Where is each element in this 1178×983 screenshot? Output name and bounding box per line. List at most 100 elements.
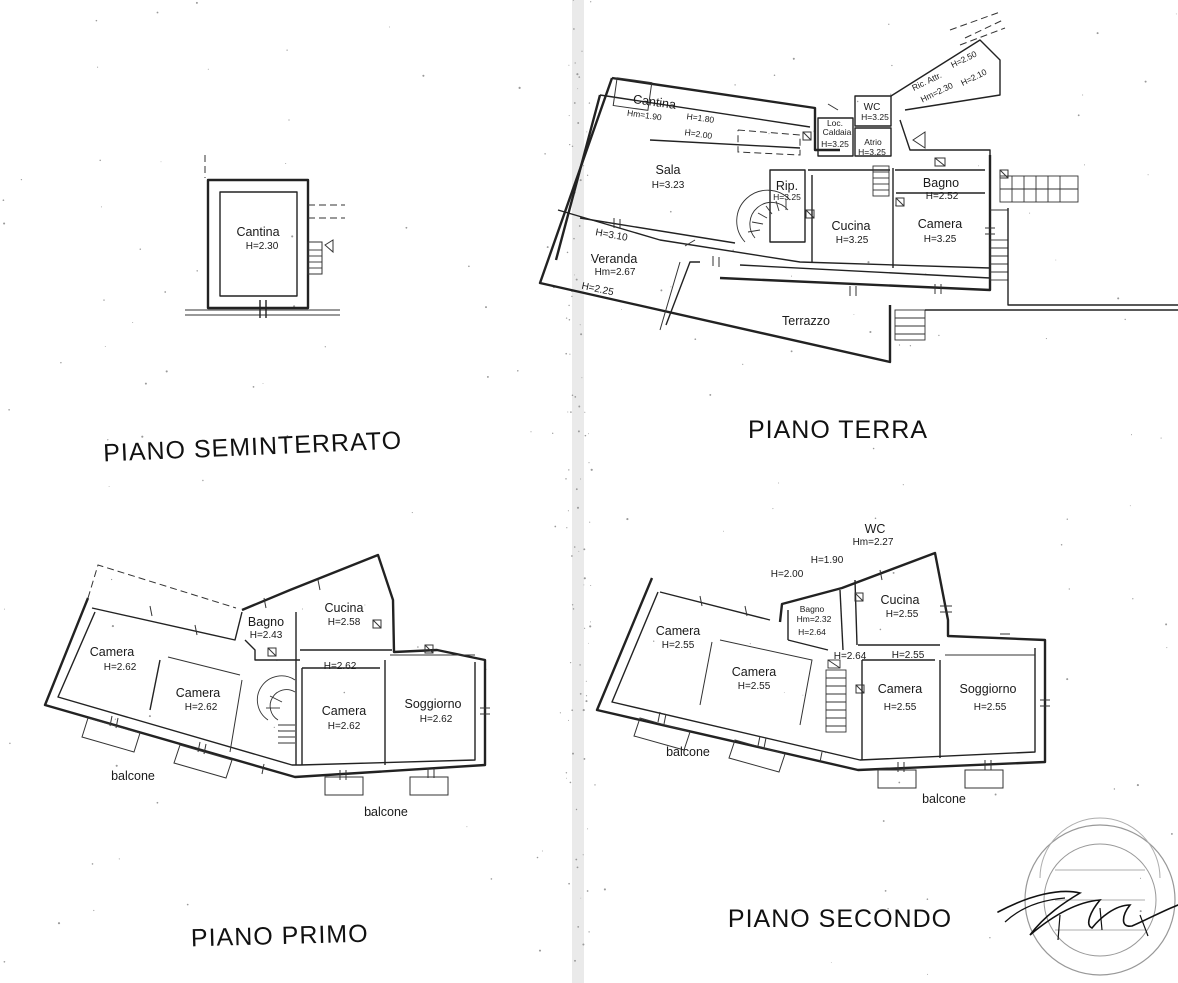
room-camera2-primo-height: H=2.62 — [185, 702, 218, 713]
scan-speck — [466, 826, 468, 828]
scan-speck — [778, 482, 780, 484]
scan-speck — [577, 88, 579, 90]
scan-speck — [732, 249, 734, 251]
scan-speck — [565, 777, 567, 779]
scan-speck — [626, 518, 629, 521]
scan-speck — [688, 128, 691, 131]
scan-speck — [111, 625, 114, 628]
room-cantina-terra-hm: Hm=1.90 — [627, 108, 663, 123]
scan-speck — [252, 386, 255, 388]
scan-speck — [588, 462, 590, 464]
scan-speck — [587, 828, 589, 830]
scan-speck — [588, 102, 591, 104]
signature — [997, 890, 1178, 941]
scan-speck — [571, 145, 574, 148]
scan-speck — [1029, 212, 1031, 214]
scan-speck — [110, 578, 113, 581]
room-cantina-height: H=2.30 — [246, 241, 279, 252]
scan-speck — [568, 319, 571, 321]
scan-speck — [584, 411, 586, 413]
room-soggiorno-primo-name: Soggiorno — [405, 697, 462, 711]
scan-speck — [567, 510, 569, 512]
room-camera1-secondo-height: H=2.55 — [662, 640, 695, 651]
scan-speck — [559, 712, 561, 714]
scan-speck — [874, 517, 877, 520]
scan-speck — [590, 468, 593, 471]
scan-speck — [994, 793, 997, 796]
scan-speck — [486, 375, 489, 378]
scan-speck — [796, 913, 798, 915]
scan-speck — [792, 57, 795, 60]
scan-speck — [566, 527, 568, 529]
scan-speck — [95, 19, 98, 22]
scan-speck — [1160, 437, 1162, 439]
scan-speck — [273, 726, 275, 729]
title-piano-primo: PIANO PRIMO — [191, 920, 369, 953]
scan-speck — [681, 630, 683, 632]
external-stair-right — [894, 175, 1079, 341]
scan-speck — [569, 661, 572, 664]
scan-speck — [856, 100, 859, 103]
scan-speck — [97, 66, 99, 68]
scan-speck — [1083, 164, 1086, 166]
scan-speck — [570, 411, 572, 413]
room-veranda-height: Hm=2.67 — [595, 267, 636, 278]
scan-speck — [574, 396, 577, 398]
scan-speck — [411, 512, 413, 514]
room-camera2-secondo-height: H=2.55 — [738, 681, 771, 692]
scan-speck — [882, 820, 885, 822]
room-atrio-height: H=3.25 — [858, 147, 886, 157]
scan-speck — [324, 346, 326, 348]
room-bagno-primo-height: H=2.43 — [250, 630, 283, 641]
scan-speck — [139, 248, 142, 250]
scan-speck — [569, 353, 571, 355]
scan-speck — [653, 640, 655, 642]
scan-speck — [670, 286, 672, 288]
scan-speck — [99, 159, 101, 162]
room-soggiorno-primo-height: H=2.62 — [420, 714, 453, 725]
scan-speck — [3, 608, 5, 610]
scan-speck — [571, 604, 574, 606]
room-soggiorno-secondo-name: Soggiorno — [960, 682, 1017, 696]
room-bagno-secondo-name: Bagno — [800, 604, 825, 614]
scan-speck — [569, 781, 572, 784]
room-camera1-secondo-name: Camera — [656, 624, 701, 638]
scan-speck — [566, 251, 569, 254]
scan-speck — [181, 694, 183, 696]
scan-speck — [578, 76, 581, 78]
scan-speck — [388, 26, 390, 28]
scan-speck — [485, 306, 487, 309]
room-loc-name1: Loc. — [827, 118, 843, 128]
scan-speck — [1175, 13, 1177, 15]
scan-speck — [571, 709, 574, 712]
room-cucina-secondo-name: Cucina — [881, 593, 920, 607]
scan-speck — [57, 922, 61, 925]
scan-speck — [114, 718, 116, 720]
scan-speck — [286, 49, 288, 51]
room-cantina-terra-name: Cantina — [632, 92, 677, 112]
scan-speck — [8, 409, 10, 411]
scan-speck — [577, 122, 580, 124]
room-cantina-terra-h1: H=1.80 — [686, 111, 715, 125]
room-camera1-primo-name: Camera — [90, 645, 135, 659]
room-wc-secondo-name: WC — [865, 522, 886, 536]
scan-speck — [93, 909, 95, 912]
scan-speck — [879, 628, 882, 631]
scan-speck — [742, 363, 744, 365]
label-balcone2-secondo: balcone — [922, 792, 966, 806]
scan-speck — [576, 506, 580, 509]
scan-speck — [603, 888, 606, 891]
scan-speck — [576, 866, 579, 869]
room-wc-secondo-height: Hm=2.27 — [853, 537, 894, 548]
scan-speck — [364, 604, 366, 606]
stair-secondo — [825, 659, 847, 733]
scan-speck — [91, 863, 94, 865]
scan-speck — [577, 430, 580, 433]
title-piano-secondo: PIANO SECONDO — [728, 905, 952, 933]
scan-speck — [1129, 505, 1131, 507]
scan-speck — [1170, 832, 1173, 835]
scan-speck — [573, 546, 576, 548]
scan-speck — [567, 411, 569, 413]
scan-speck — [768, 133, 770, 135]
room-camera1-primo-height: H=2.62 — [104, 662, 137, 673]
